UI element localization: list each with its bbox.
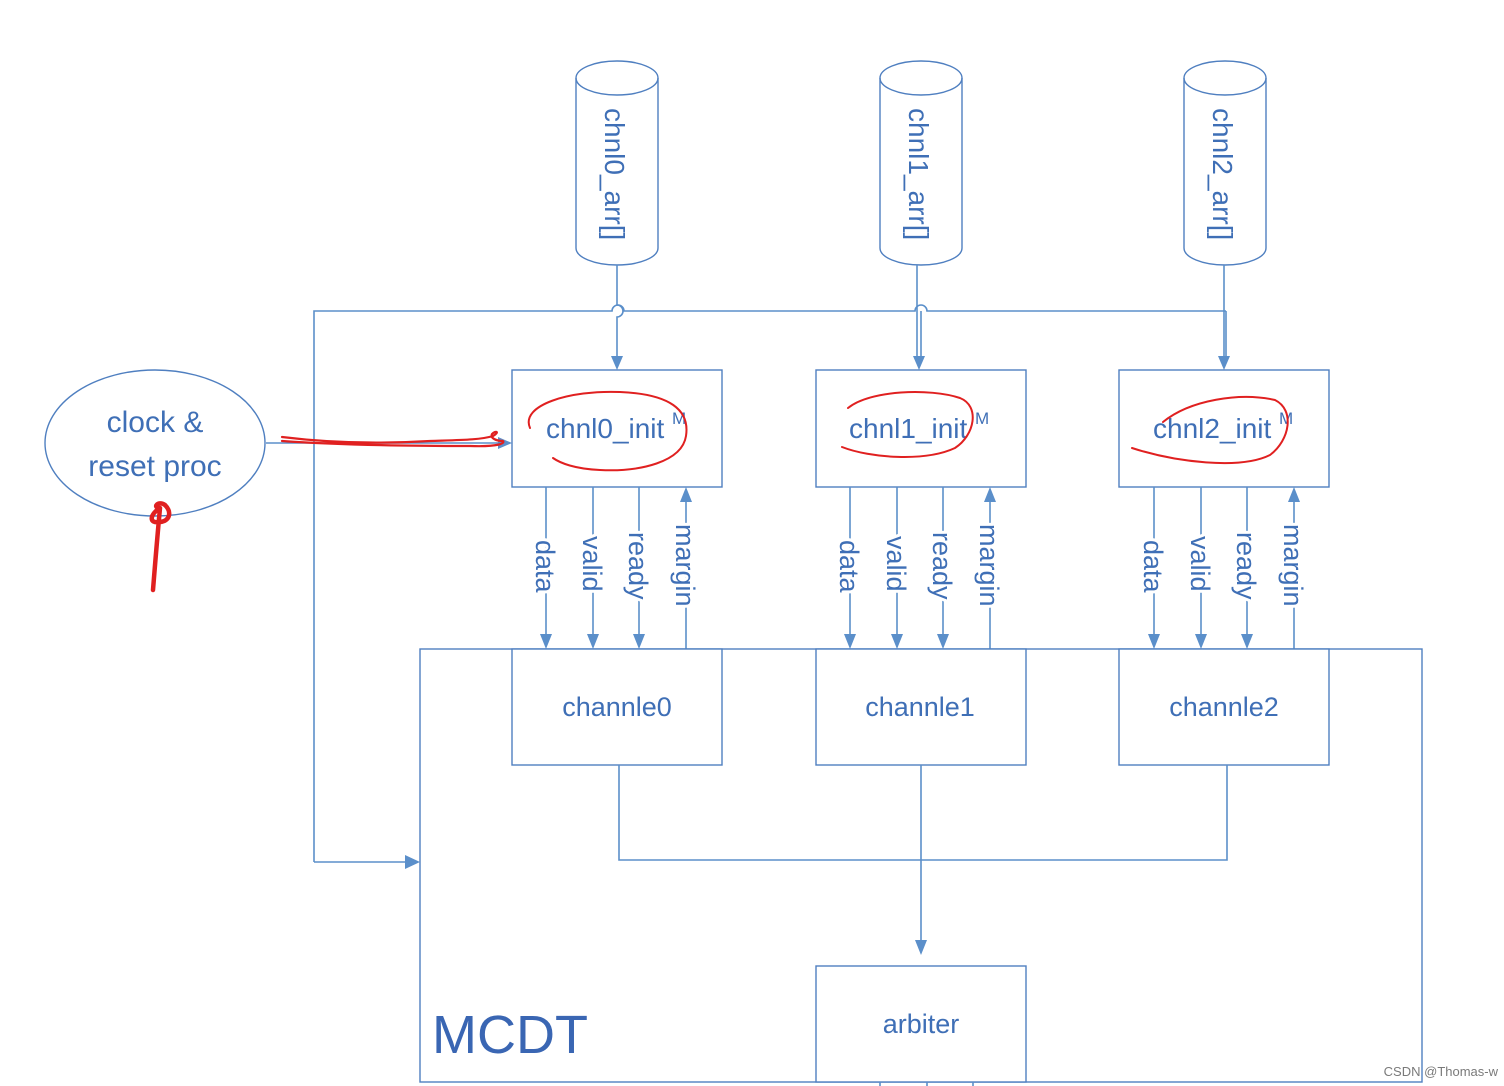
signal-label-2-valid: valid: [1185, 536, 1215, 592]
signal-arrow-1-ready: [937, 634, 949, 649]
signal-label-1-ready: ready: [927, 532, 957, 600]
column-1: chnl1_arr[] chnl1_init M data valid read…: [815, 60, 1027, 766]
array-arrowhead-2: [1218, 356, 1230, 370]
array-cylinder-1-rim: [879, 77, 963, 96]
signal-arrow-1-margin: [984, 487, 996, 502]
arbiter-box: [815, 965, 1027, 1083]
array-line-0: [616, 265, 624, 360]
clock-reset-proc: [44, 369, 266, 517]
watermark: CSDN @Thomas-w: [1384, 1064, 1499, 1079]
channel-label-1: channle1: [865, 692, 975, 722]
red-circle-init1: [841, 391, 974, 458]
arbiter-arrowhead: [915, 940, 927, 955]
mcdt-label: MCDT: [432, 1005, 588, 1065]
signal-arrow-0-valid: [587, 634, 599, 649]
signal-label-0-data: data: [530, 540, 560, 594]
init-marker-1: M: [975, 409, 989, 428]
signal-arrow-0-margin: [680, 487, 692, 502]
signal-label-0-valid: valid: [577, 536, 607, 592]
init-marker-2: M: [1279, 409, 1293, 428]
array-cylinder-0: [575, 60, 659, 266]
init-label-2: chnl2_init: [1153, 413, 1272, 444]
array-cylinder-2-rim: [1183, 77, 1267, 96]
red-circle-init2: [1131, 395, 1289, 465]
signal-label-0-margin: margin: [670, 524, 700, 607]
signal-label-1-data: data: [834, 540, 864, 594]
signal-label-1-valid: valid: [881, 536, 911, 592]
red-arrow-annotation: [149, 501, 172, 593]
red-clock-underline: [280, 430, 505, 448]
column-0: chnl0_arr[] chnl0_init M data valid read…: [511, 60, 723, 766]
channel-box-2: [1118, 648, 1330, 766]
init-label-1: chnl1_init: [849, 413, 968, 444]
channel-box-0: [511, 648, 723, 766]
array-cylinder-0-rim: [575, 77, 659, 96]
clock-bus: [313, 304, 1226, 862]
channel-merge-lines: [618, 765, 1228, 944]
clock-reset-line1: clock &: [107, 406, 204, 439]
signal-arrow-1-data: [844, 634, 856, 649]
clock-arrowhead-init0: [498, 437, 512, 449]
arbiter-label: arbiter: [883, 1009, 960, 1039]
signal-label-2-margin: margin: [1278, 524, 1308, 607]
red-circle-init0: [527, 390, 688, 472]
arbiter-output-stubs: [879, 1082, 974, 1086]
signal-arrow-2-data: [1148, 634, 1160, 649]
clock-arrowhead-mcdt: [405, 855, 420, 869]
channel-label-2: channle2: [1169, 692, 1279, 722]
signal-arrow-0-data: [540, 634, 552, 649]
signal-arrow-2-ready: [1241, 634, 1253, 649]
clock-reset-line2: reset proc: [88, 450, 221, 483]
init-label-0: chnl0_init: [546, 413, 665, 444]
channel-label-0: channle0: [562, 692, 672, 722]
signal-arrow-2-margin: [1288, 487, 1300, 502]
red-annotations: [149, 390, 1289, 593]
column-2: chnl2_arr[] chnl2_init M data valid read…: [1118, 60, 1330, 766]
init-box-1: [815, 369, 1027, 488]
channel-box-1: [815, 648, 1027, 766]
array-label-0: chnl0_arr[]: [599, 108, 630, 240]
array-arrowhead-1: [913, 356, 925, 370]
array-arrowhead-0: [611, 356, 623, 370]
array-cylinder-1: [879, 60, 963, 266]
signal-arrow-2-valid: [1195, 634, 1207, 649]
array-label-2: chnl2_arr[]: [1207, 108, 1238, 240]
signal-arrow-0-ready: [633, 634, 645, 649]
init-box-2: [1118, 369, 1330, 488]
signal-arrow-1-valid: [891, 634, 903, 649]
signal-label-0-ready: ready: [623, 532, 653, 600]
signal-label-2-data: data: [1138, 540, 1168, 594]
array-cylinder-2: [1183, 60, 1267, 266]
array-label-1: chnl1_arr[]: [903, 108, 934, 240]
signal-label-1-margin: margin: [974, 524, 1004, 607]
signal-label-2-ready: ready: [1231, 532, 1261, 600]
